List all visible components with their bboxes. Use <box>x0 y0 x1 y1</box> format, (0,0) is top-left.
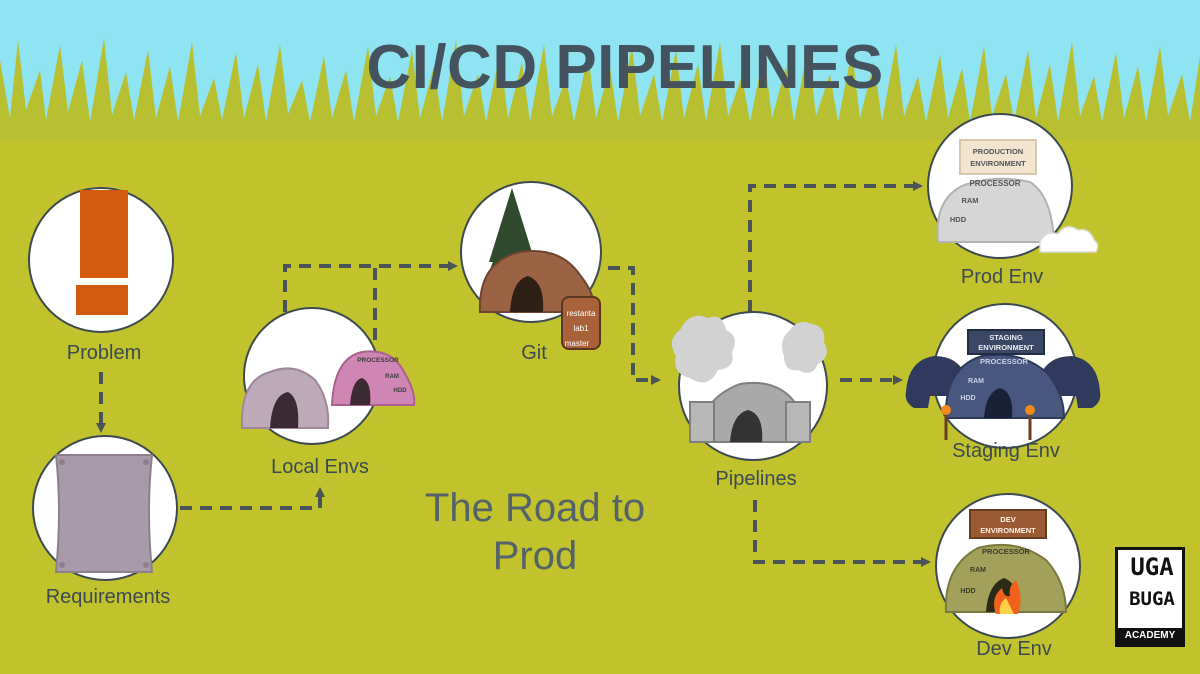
dev-env-node[interactable]: DEV ENVIRONMENT PROCESSOR RAM HDD <box>935 493 1081 639</box>
dev-sign-line2: ENVIRONMENT <box>980 526 1036 535</box>
diagram-subtitle: The Road to Prod <box>385 484 685 580</box>
local-envs-node[interactable]: PROCESSOR RAM HDD <box>240 307 416 445</box>
git-branch-master: master <box>565 339 590 348</box>
git-branch-lab1: lab1 <box>573 324 589 333</box>
logo-line-1: UGA <box>1130 553 1174 581</box>
cave-icon-olive <box>944 543 1068 613</box>
dev-ram-label: RAM <box>970 567 986 574</box>
pipelines-node[interactable] <box>671 311 828 461</box>
subtitle-line-1: The Road to <box>424 486 646 530</box>
staging-sign-line1: STAGING <box>989 333 1023 342</box>
arrow-git-to-pipelines <box>608 266 661 385</box>
prod-sign-line2: ENVIRONMENT <box>970 159 1026 168</box>
prod-ram-label: RAM <box>961 196 978 205</box>
prod-hdd-label: HDD <box>950 215 967 224</box>
smoke-cloud-right <box>782 322 827 373</box>
cloud-icon <box>1039 226 1099 253</box>
requirements-node[interactable] <box>32 435 178 581</box>
dev-hdd-label: HDD <box>960 588 975 595</box>
staging-processor-label: PROCESSOR <box>980 357 1029 366</box>
arrow-requirements-to-local <box>180 487 325 510</box>
local-hdd-label: HDD <box>394 388 408 394</box>
staging-env-sign <box>967 329 1045 355</box>
arrow-pipelines-to-prod <box>748 181 923 312</box>
connectors <box>96 181 931 567</box>
dev-processor-label: PROCESSOR <box>982 547 1031 556</box>
problem-label: Problem <box>66 342 142 364</box>
local-processor-label: PROCESSOR <box>357 357 399 364</box>
dev-sign-line1: DEV <box>1000 515 1015 524</box>
local-envs-label: Local Envs <box>271 456 369 478</box>
staging-sign-line2: ENVIRONMENT <box>978 343 1034 352</box>
git-node[interactable]: restanta lab1 master <box>460 181 602 350</box>
arrow-pipelines-to-dev <box>753 500 931 567</box>
prod-processor-label: PROCESSOR <box>969 179 1020 188</box>
prod-env-sign <box>959 139 1037 175</box>
cave-icon-white <box>936 177 1056 243</box>
git-label: Git <box>521 342 547 364</box>
exclamation-icon <box>80 190 128 278</box>
logo-line-3: ACADEMY <box>1118 628 1182 644</box>
local-ram-label: RAM <box>385 374 399 380</box>
grass-blades <box>0 38 1200 150</box>
git-branch-restanta: restanta <box>567 309 596 318</box>
staging-hdd-label: HDD <box>960 395 975 402</box>
uga-buga-academy-logo: UGA BUGA ACADEMY <box>1115 547 1185 647</box>
scroll-icon <box>54 454 154 573</box>
prod-env-node[interactable]: PRODUCTION ENVIRONMENT PROCESSOR RAM HDD <box>927 113 1099 259</box>
cave-icon-blue <box>944 353 1066 419</box>
subtitle-line-2: Prod <box>492 534 578 578</box>
logo-line-2: BUGA <box>1129 588 1175 610</box>
exclamation-dot-icon <box>76 285 128 315</box>
git-branch-barrel <box>561 296 601 350</box>
smoke-cloud-left <box>671 315 735 383</box>
staging-env-node[interactable]: STAGING ENVIRONMENT PROCESSOR RAM HDD <box>905 303 1101 449</box>
pipelines-label: Pipelines <box>715 468 797 490</box>
dev-env-sign <box>969 509 1047 539</box>
staging-env-label: Staging Env <box>952 440 1060 462</box>
problem-node[interactable] <box>28 187 174 333</box>
prod-sign-line1: PRODUCTION <box>973 147 1023 156</box>
requirements-label: Requirements <box>45 586 171 608</box>
page-title: CI/CD PIPELINES <box>366 33 884 102</box>
prod-env-label: Prod Env <box>960 266 1044 288</box>
arrow-local-to-git-a <box>283 261 458 372</box>
dev-env-label: Dev Env <box>976 638 1052 660</box>
staging-ram-label: RAM <box>968 378 984 385</box>
